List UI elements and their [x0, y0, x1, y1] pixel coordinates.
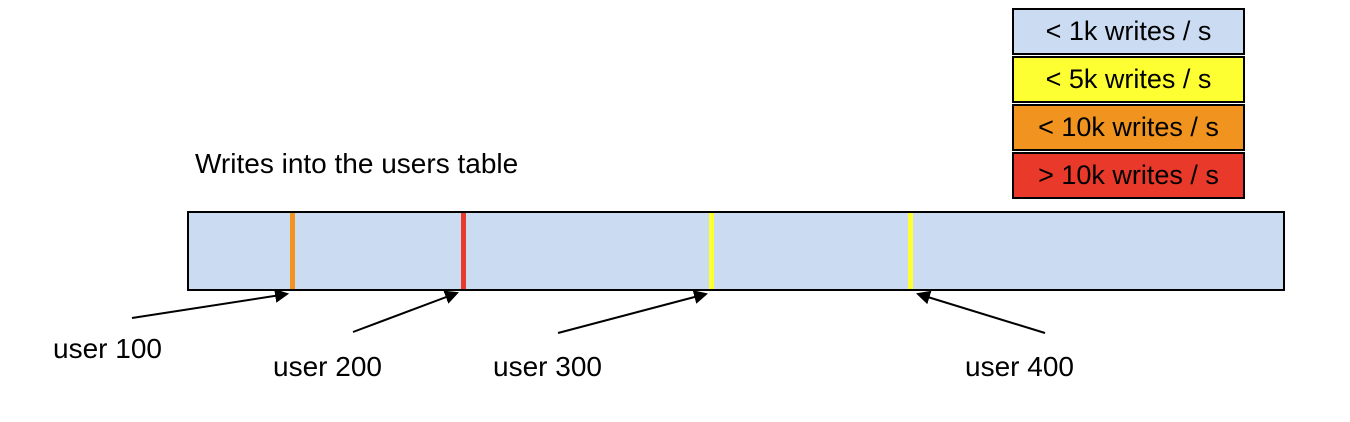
legend-item-label: > 10k writes / s: [1038, 160, 1219, 190]
stripe-user-200: [461, 213, 466, 289]
arrow-user-100: [131, 288, 290, 319]
page-title: Writes into the users table: [195, 148, 519, 179]
label-user-300: user 300: [493, 351, 602, 382]
label-user-200: user 200: [273, 351, 382, 382]
legend-item-label: < 5k writes / s: [1045, 64, 1212, 94]
legend-item-lt-5k: < 5k writes / s: [1012, 56, 1245, 103]
legend-item-label: < 10k writes / s: [1038, 112, 1219, 142]
legend-item-gt-10k: > 10k writes / s: [1012, 152, 1245, 199]
label-user-100: user 100: [53, 333, 162, 364]
legend-item-lt-10k: < 10k writes / s: [1012, 104, 1245, 151]
arrow-user-400: [915, 290, 1046, 334]
users-table-bar: [187, 211, 1285, 291]
legend-item-label: < 1k writes / s: [1045, 16, 1212, 46]
arrow-user-200: [352, 290, 459, 333]
stripe-user-400: [908, 213, 913, 289]
stripe-user-100: [290, 213, 295, 289]
legend-item-lt-1k: < 1k writes / s: [1012, 8, 1245, 55]
arrow-user-300: [557, 290, 709, 334]
legend: < 1k writes / s < 5k writes / s < 10k wr…: [1012, 8, 1245, 199]
stripe-user-300: [709, 213, 714, 289]
label-user-400: user 400: [965, 351, 1074, 382]
